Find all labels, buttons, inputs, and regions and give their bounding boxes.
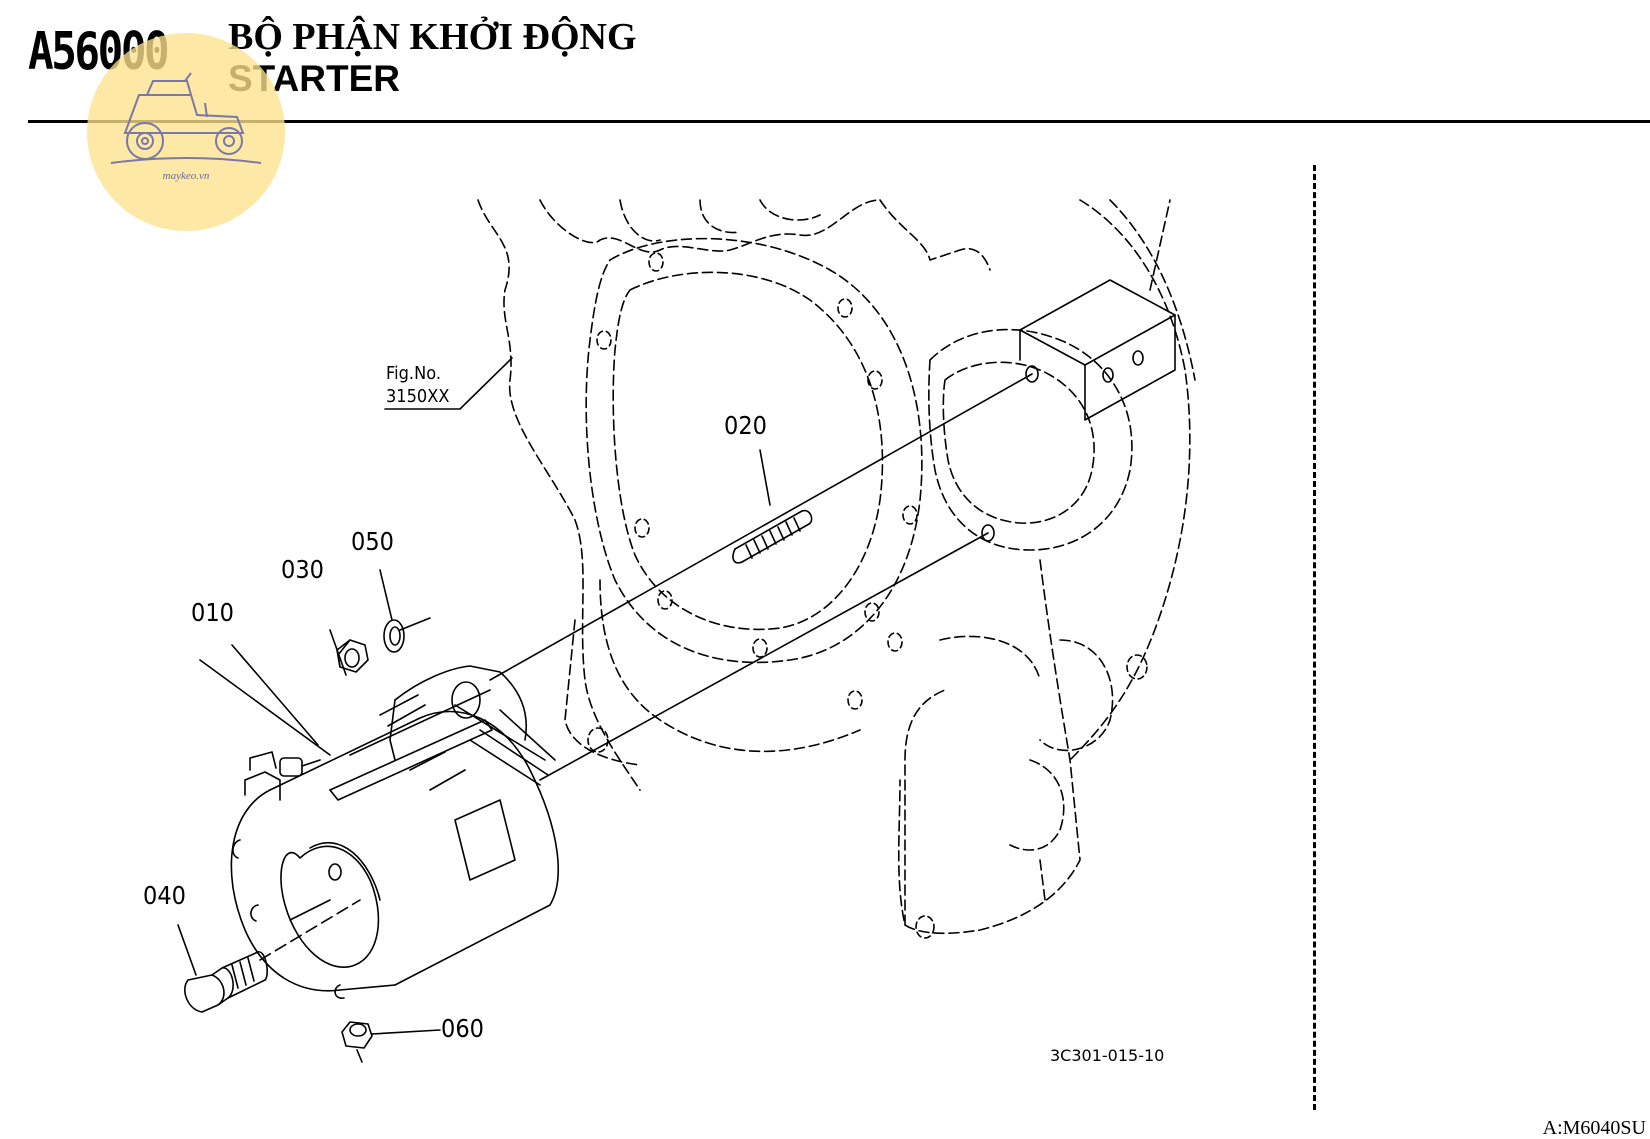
part-label-020[interactable]: 020 bbox=[724, 411, 767, 440]
alignment-line-lower bbox=[539, 532, 989, 781]
drawing-id: 3C301-015-10 bbox=[1050, 1046, 1165, 1065]
header-rule bbox=[28, 120, 1650, 123]
watermark-text: maykeo.vn bbox=[162, 170, 210, 182]
part-label-010[interactable]: 010 bbox=[191, 598, 234, 627]
part-label-060[interactable]: 060 bbox=[441, 1014, 484, 1043]
nut-060 bbox=[341, 1021, 441, 1063]
page-divider bbox=[1313, 165, 1316, 1110]
nut-030 bbox=[329, 629, 369, 676]
figure-reference-line2: 3150XX bbox=[386, 385, 450, 407]
title-vietnamese: BỘ PHẬN KHỞI ĐỘNG bbox=[228, 16, 637, 58]
flywheel-housing bbox=[477, 199, 1196, 935]
part-label-050[interactable]: 050 bbox=[351, 527, 394, 556]
stud-020 bbox=[732, 449, 813, 564]
watermark-logo: maykeo.vn bbox=[87, 33, 285, 231]
washer-050 bbox=[379, 569, 431, 653]
alignment-line-upper bbox=[489, 373, 1033, 681]
part-label-040[interactable]: 040 bbox=[143, 881, 186, 910]
leader-010 bbox=[231, 644, 319, 746]
figure-reference-line1: Fig.No. bbox=[386, 363, 441, 384]
bolt-040 bbox=[177, 924, 268, 1013]
part-label-030[interactable]: 030 bbox=[281, 555, 324, 584]
model-code: A:M6040SU bbox=[1542, 1117, 1646, 1139]
figref-leader bbox=[384, 357, 513, 410]
figure-reference: Fig.No. 3150XX bbox=[386, 363, 449, 408]
starter-motor-010 bbox=[199, 659, 559, 999]
housing-block bbox=[981, 279, 1176, 542]
bolt-axis-line bbox=[259, 899, 361, 961]
tractor-icon bbox=[110, 72, 262, 164]
housing-bolt-holes bbox=[587, 252, 1148, 939]
